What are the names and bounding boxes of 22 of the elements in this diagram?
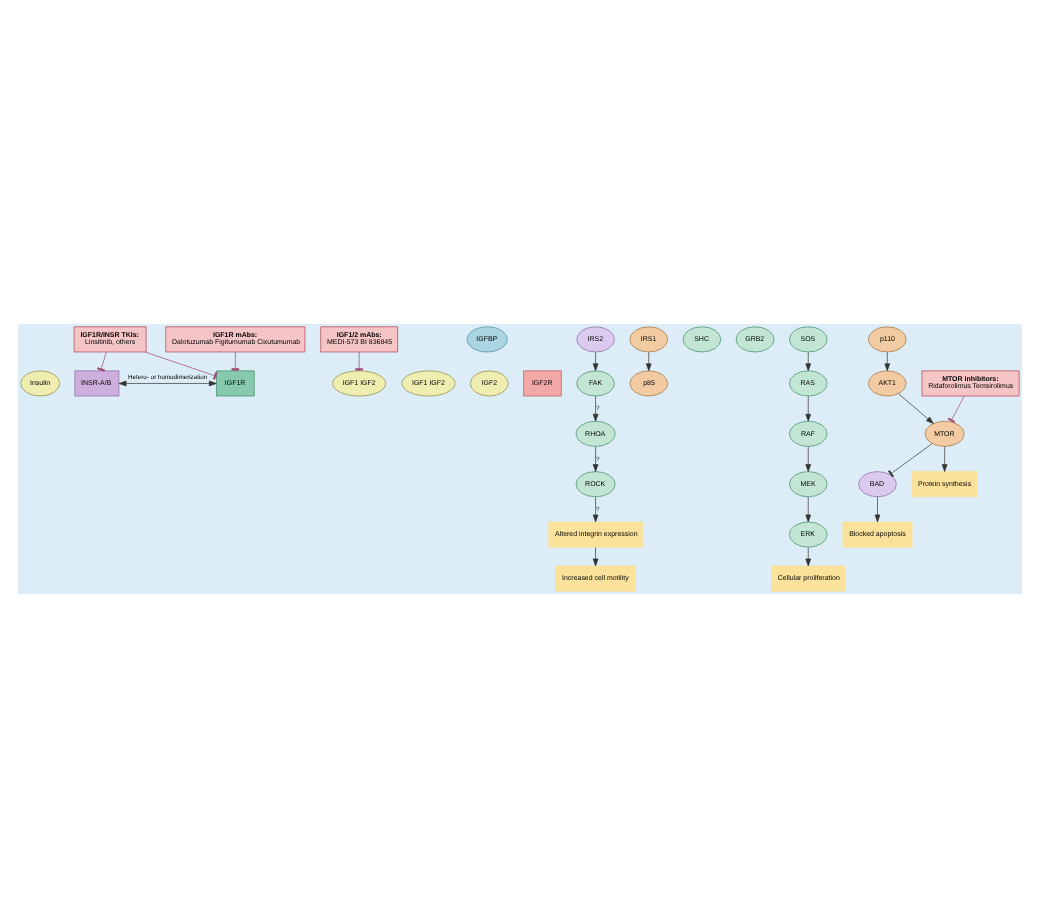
connector — [888, 442, 933, 477]
arrow — [592, 445, 599, 471]
arrow — [805, 495, 812, 522]
arrow — [592, 350, 599, 371]
arrow — [941, 445, 948, 471]
connector — [355, 350, 364, 371]
connector — [145, 350, 218, 379]
arrow — [592, 495, 599, 522]
arrow — [805, 350, 812, 371]
connector — [231, 350, 240, 371]
arrow — [874, 495, 881, 522]
connector — [97, 350, 107, 371]
arrow — [898, 392, 934, 423]
arrow — [592, 394, 599, 421]
arrow — [805, 546, 812, 566]
arrow — [118, 379, 217, 386]
arrow — [645, 350, 652, 371]
arrow — [805, 394, 812, 421]
connector — [947, 394, 965, 422]
arrow — [884, 350, 891, 371]
arrow — [805, 445, 812, 471]
arrow — [592, 546, 599, 566]
